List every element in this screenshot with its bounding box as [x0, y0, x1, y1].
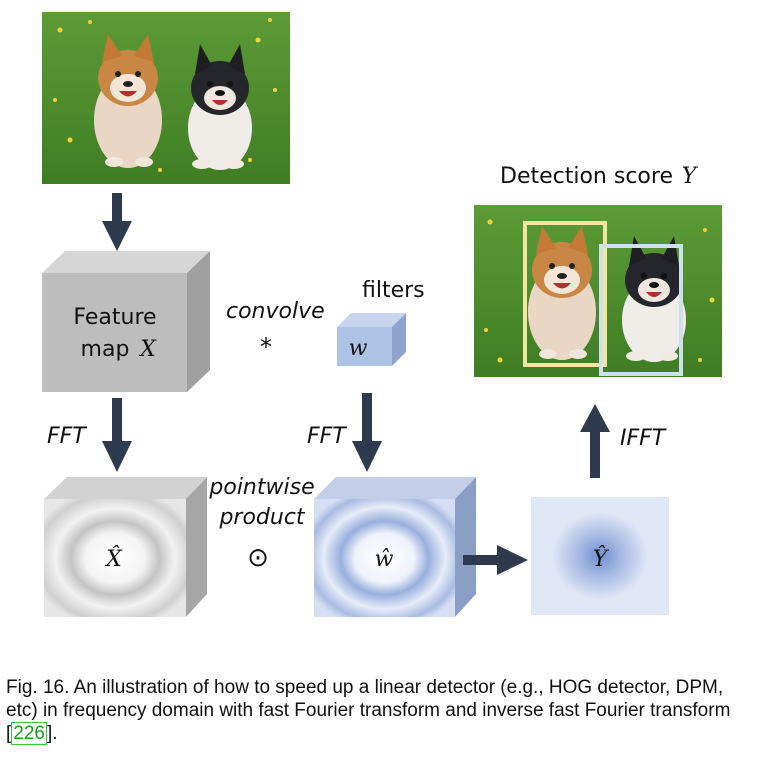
output-photo	[474, 205, 722, 377]
feature-map-label-line2: map	[81, 337, 130, 362]
figure-caption: Fig. 16. An illustration of how to speed…	[6, 676, 758, 745]
flowers-decoration	[53, 18, 277, 172]
w-hat-box	[314, 477, 476, 617]
y-hat-box	[531, 497, 669, 615]
detection-box-left	[523, 221, 607, 367]
x-hat-label: X̂	[104, 546, 123, 572]
x-hat-box	[44, 477, 207, 617]
diagram-canvas: Feature map X convolve * filters w Detec…	[42, 12, 722, 617]
convolve-operator: *	[260, 333, 272, 361]
feature-map-var: X	[138, 337, 157, 362]
w-hat-label: ŵ	[375, 547, 394, 572]
output-flowers-decoration	[484, 219, 715, 363]
down-arrow-icon	[102, 193, 132, 251]
fft-left-label: FFT	[47, 424, 87, 449]
pointwise-operator: ⊙	[247, 543, 269, 573]
right-arrow-icon	[463, 545, 528, 575]
filters-label: filters	[362, 278, 425, 303]
filter-var: w	[349, 336, 368, 361]
ifft-up-arrow-icon	[580, 404, 610, 478]
input-photo	[42, 12, 290, 184]
pointwise-label-line2: product	[218, 505, 305, 530]
caption-text: Fig. 16. An illustration of how to speed…	[6, 677, 731, 744]
fft-mid-label: FFT	[307, 424, 347, 449]
citation-link[interactable]: 226	[11, 722, 47, 745]
detection-score-label: Detection score	[500, 164, 673, 189]
filter-cube	[337, 313, 406, 366]
ifft-label: IFFT	[620, 426, 667, 451]
detection-score-var: Y	[682, 164, 699, 189]
y-hat-label: Ŷ	[593, 545, 610, 572]
pointwise-label-line1: pointwise	[208, 475, 314, 500]
detection-box-right	[599, 244, 683, 376]
convolve-label: convolve	[226, 299, 325, 324]
fft-mid-arrow-icon	[352, 393, 382, 472]
feature-cube	[42, 251, 210, 392]
fft-left-arrow-icon	[102, 398, 132, 472]
feature-map-label-line1: Feature	[73, 305, 156, 330]
caption-end: ].	[46, 723, 58, 744]
